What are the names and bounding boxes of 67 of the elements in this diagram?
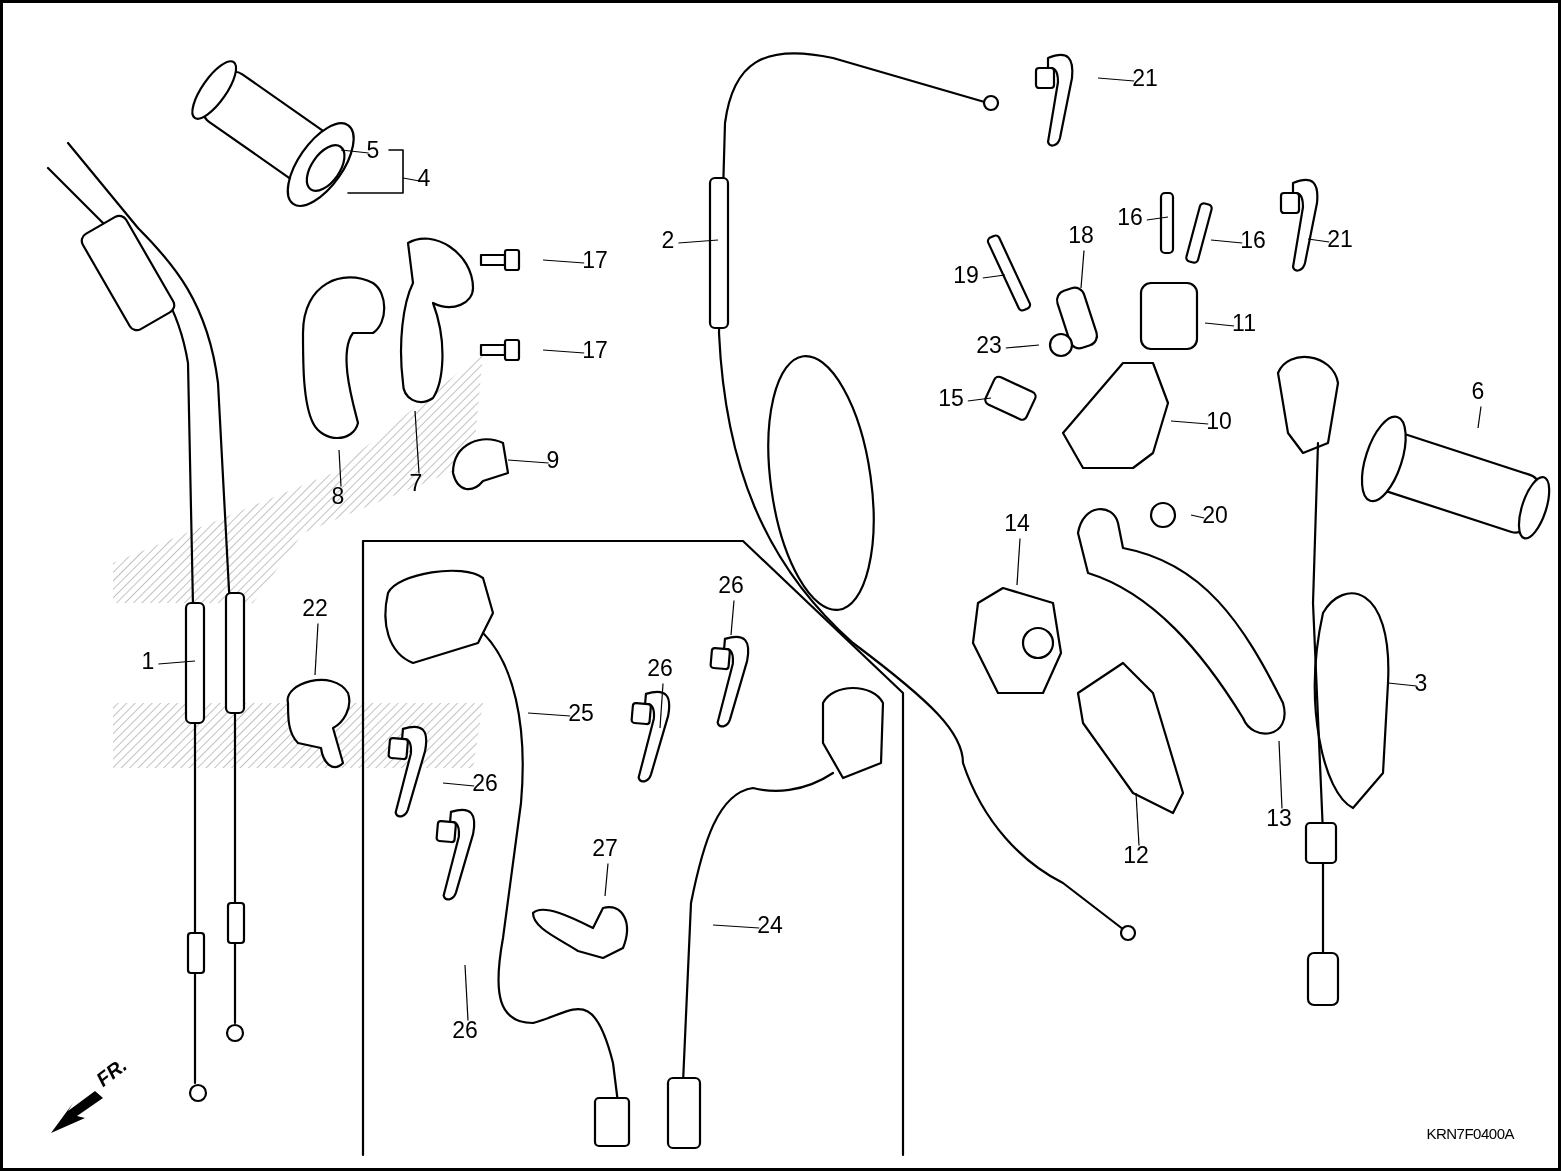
callout-number: 26 xyxy=(451,1017,479,1043)
leader-line xyxy=(1097,77,1135,82)
callout-number: 11 xyxy=(1231,310,1257,336)
leader-line xyxy=(442,782,475,787)
callout-number: 21 xyxy=(1131,65,1159,91)
leader-line xyxy=(338,449,342,488)
leader-line xyxy=(507,459,550,464)
callout-number: 20 xyxy=(1201,502,1229,528)
leader-line xyxy=(1005,344,1040,349)
callout-number: 17 xyxy=(581,247,609,273)
leader-line xyxy=(542,259,585,264)
callout-number: 6 xyxy=(1470,378,1486,404)
drawing-code: KRN7F0400A xyxy=(1426,1125,1514,1142)
leader-line xyxy=(1170,420,1209,425)
callout-number: 17 xyxy=(581,337,609,363)
callout-number: 2 xyxy=(660,227,676,253)
leader-line xyxy=(340,149,370,154)
leader-line xyxy=(1477,405,1482,429)
leader-line xyxy=(1080,249,1085,289)
callout-number: 22 xyxy=(301,595,329,621)
leader-line xyxy=(1146,216,1169,221)
leader-line xyxy=(402,177,421,182)
callout-number: 23 xyxy=(975,332,1003,358)
callout-number: 15 xyxy=(937,385,965,411)
callout-number: 10 xyxy=(1205,408,1233,434)
leader-line xyxy=(1190,514,1205,519)
leader-line xyxy=(1387,682,1418,687)
leader-line xyxy=(1307,238,1330,243)
callout-number: 26 xyxy=(646,655,674,681)
leader-line xyxy=(659,682,664,729)
leader-line xyxy=(1278,740,1283,810)
leader-line xyxy=(1204,322,1235,327)
callout-number: 9 xyxy=(545,447,561,473)
callout-number: 27 xyxy=(591,835,619,861)
leader-line xyxy=(314,622,319,676)
leader-line xyxy=(464,964,469,1022)
callout-number: 18 xyxy=(1067,222,1095,248)
callout-number: 26 xyxy=(717,572,745,598)
callout-number: 16 xyxy=(1116,204,1144,230)
callout-number: 3 xyxy=(1413,670,1429,696)
callout-number: 8 xyxy=(330,483,346,509)
callout-number: 4 xyxy=(416,165,432,191)
leader-line xyxy=(712,924,760,929)
callout-number: 14 xyxy=(1003,510,1031,536)
callout-number: 13 xyxy=(1265,805,1293,831)
leader-line xyxy=(1016,537,1021,586)
callout-number: 25 xyxy=(567,700,595,726)
leader-line xyxy=(982,274,1006,279)
callout-number: 7 xyxy=(408,470,424,496)
leader-line xyxy=(730,599,735,636)
leader-line xyxy=(967,397,992,402)
callout-number: 19 xyxy=(952,262,980,288)
leader-line xyxy=(157,660,196,665)
callout-number: 1 xyxy=(140,648,156,674)
callout-number: 12 xyxy=(1122,842,1150,868)
callout-number: 5 xyxy=(365,137,381,163)
leader-line xyxy=(542,349,585,354)
callout-number: 26 xyxy=(471,770,499,796)
leader-line xyxy=(604,862,609,897)
callout-number: 21 xyxy=(1326,226,1354,252)
leader-line xyxy=(677,239,719,244)
leader-line xyxy=(1210,239,1243,244)
callout-number: 24 xyxy=(756,912,784,938)
direction-label: FR. xyxy=(91,1053,132,1092)
callout-number: 16 xyxy=(1239,227,1267,253)
leader-line xyxy=(527,712,571,717)
leader-line xyxy=(1135,792,1140,847)
